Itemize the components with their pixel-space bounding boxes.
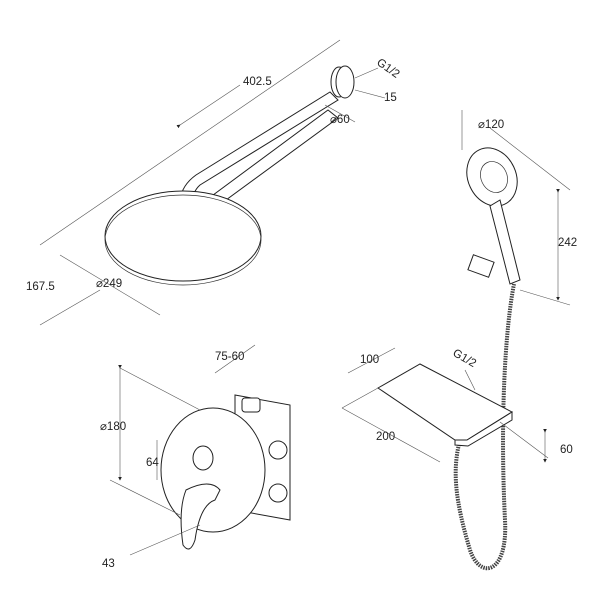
hand-head-diameter-label: ⌀120: [478, 119, 504, 131]
head-diameter-label: ⌀249: [96, 278, 122, 290]
concealed-mixer: [109, 344, 291, 556]
rain-head: [104, 190, 262, 282]
shelf-height-label: 60: [560, 444, 573, 456]
shelf-outlet: [341, 347, 549, 463]
hose: [453, 283, 516, 571]
shelf-thread-label: G1/2: [451, 347, 479, 370]
shelf-width-label: 200: [376, 431, 395, 443]
hand-shower-head: [466, 147, 518, 207]
hand-shower-handle: [489, 199, 521, 285]
mixer-lever: [180, 483, 221, 550]
hand-length-label: 242: [558, 237, 577, 249]
flange-depth-label: 15: [384, 92, 397, 104]
arm-length-label: 402.5: [243, 76, 272, 88]
plate-diameter-label: ⌀180: [100, 421, 126, 433]
overhead-shower: [39, 39, 386, 326]
knob-spacing-label: 64: [146, 457, 159, 469]
holder: [467, 254, 495, 278]
diverter-knob: [192, 445, 214, 471]
flange-diameter-label: ⌀60: [330, 114, 350, 126]
arm-thread-label: G1/2: [374, 57, 401, 81]
hand-shower: [453, 110, 571, 571]
install-depth-label: 75-60: [215, 351, 244, 363]
handle-depth-label: 43: [102, 558, 115, 570]
height-offset-label: 167.5: [26, 281, 55, 293]
shelf-depth-label: 100: [360, 354, 379, 366]
